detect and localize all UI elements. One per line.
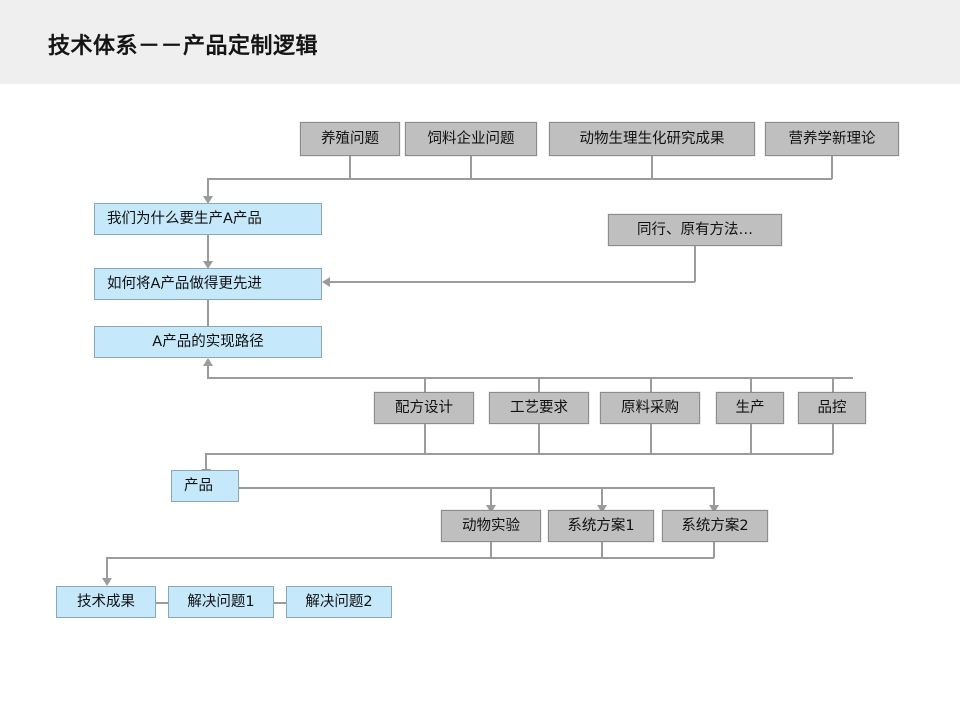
arrowhead-into-outcome-0 [102, 578, 112, 586]
connector-validation-2-drop [713, 487, 715, 507]
node-process-3[interactable]: 生产 [716, 392, 784, 424]
connector-process-bus-down [205, 453, 833, 455]
connector-process-1-up [538, 377, 540, 392]
arrowhead-into-validation-1 [597, 505, 607, 513]
connector-process-2-up [650, 377, 652, 392]
node-label: 养殖问题 [321, 130, 379, 147]
connector-process-bus-leg [207, 364, 209, 378]
connector-product-bus [239, 487, 713, 489]
connector-product-leg [205, 453, 207, 470]
node-label: 同行、原有方法… [637, 221, 753, 238]
node-validation-2[interactable]: 系统方案2 [662, 510, 768, 542]
node-label: 我们为什么要生产A产品 [107, 210, 262, 227]
node-question-1[interactable]: 如何将A产品做得更先进 [94, 268, 322, 300]
node-label: 解决问题1 [187, 593, 255, 610]
connector-validation-1-drop [601, 487, 603, 507]
node-validation-1[interactable]: 系统方案1 [548, 510, 654, 542]
node-process-0[interactable]: 配方设计 [374, 392, 474, 424]
connector-process-4-down [832, 424, 834, 454]
connector-outcome-leg [106, 557, 108, 579]
arrowhead-into-validation-0 [486, 505, 496, 513]
connector-input-bus [207, 178, 832, 180]
connector-q0-q1 [207, 235, 209, 262]
node-input-1[interactable]: 饲料企业问题 [405, 122, 537, 156]
connector-input-0-drop [349, 156, 351, 179]
node-input-0[interactable]: 养殖问题 [300, 122, 400, 156]
connector-outcome-bus [106, 557, 714, 559]
node-label: 工艺要求 [510, 399, 568, 416]
connector-input-3-drop [831, 156, 833, 179]
connector-validation-0-out [490, 542, 492, 558]
arrowhead-into-question-1 [203, 261, 213, 269]
connector-input-bus-leg [207, 178, 209, 197]
connector-outcome-1-2 [274, 602, 286, 604]
node-label: 配方设计 [395, 399, 453, 416]
connector-process-0-up [424, 377, 426, 392]
node-input-3[interactable]: 营养学新理论 [765, 122, 899, 156]
connector-validation-2-out [713, 542, 715, 558]
connector-q1-q2 [207, 300, 209, 327]
node-label: 生产 [735, 399, 765, 416]
node-question-0[interactable]: 我们为什么要生产A产品 [94, 203, 322, 235]
connector-process-3-up [750, 377, 752, 392]
arrowhead-into-question-2-bottom [203, 358, 213, 366]
node-label: 技术成果 [77, 593, 135, 610]
node-label: 系统方案2 [681, 517, 749, 534]
node-label: 解决问题2 [305, 593, 373, 610]
connector-process-bus-up [207, 377, 853, 379]
connector-process-4-up [832, 377, 834, 392]
node-product[interactable]: 产品 [171, 470, 239, 502]
title-band [0, 0, 960, 84]
node-label: 营养学新理论 [788, 130, 876, 147]
connector-validation-1-out [601, 542, 603, 558]
node-label: 动物实验 [462, 517, 520, 534]
node-outcome-0[interactable]: 技术成果 [56, 586, 156, 618]
node-input-2[interactable]: 动物生理生化研究成果 [549, 122, 755, 156]
node-reference[interactable]: 同行、原有方法… [608, 214, 782, 246]
node-label: 系统方案1 [567, 517, 635, 534]
node-label: 动物生理生化研究成果 [579, 130, 725, 147]
node-outcome-1[interactable]: 解决问题1 [168, 586, 274, 618]
node-process-2[interactable]: 原料采购 [600, 392, 700, 424]
connector-process-3-down [750, 424, 752, 454]
node-label: A产品的实现路径 [152, 333, 264, 350]
node-label: 如何将A产品做得更先进 [107, 275, 262, 292]
connector-outcome-0-1 [156, 602, 168, 604]
connector-input-1-drop [470, 156, 472, 179]
connector-process-2-down [650, 424, 652, 454]
node-process-4[interactable]: 品控 [798, 392, 866, 424]
node-process-1[interactable]: 工艺要求 [489, 392, 589, 424]
connector-process-1-down [538, 424, 540, 454]
connector-reference-to-question-1 [330, 281, 695, 283]
arrowhead-into-question-0 [203, 196, 213, 204]
connector-validation-0-drop [490, 487, 492, 507]
page-title: 技术体系－－产品定制逻辑 [48, 34, 319, 59]
node-validation-0[interactable]: 动物实验 [441, 510, 541, 542]
arrowhead-into-validation-2 [709, 505, 719, 513]
node-label: 产品 [184, 477, 213, 494]
node-label: 品控 [817, 399, 847, 416]
node-label: 饲料企业问题 [427, 130, 515, 147]
node-question-2[interactable]: A产品的实现路径 [94, 326, 322, 358]
connector-process-0-down [424, 424, 426, 454]
arrowhead-into-question-1-right [322, 277, 330, 287]
connector-input-2-drop [651, 156, 653, 179]
node-outcome-2[interactable]: 解决问题2 [286, 586, 392, 618]
node-label: 原料采购 [621, 399, 679, 416]
connector-reference-drop [694, 246, 696, 282]
